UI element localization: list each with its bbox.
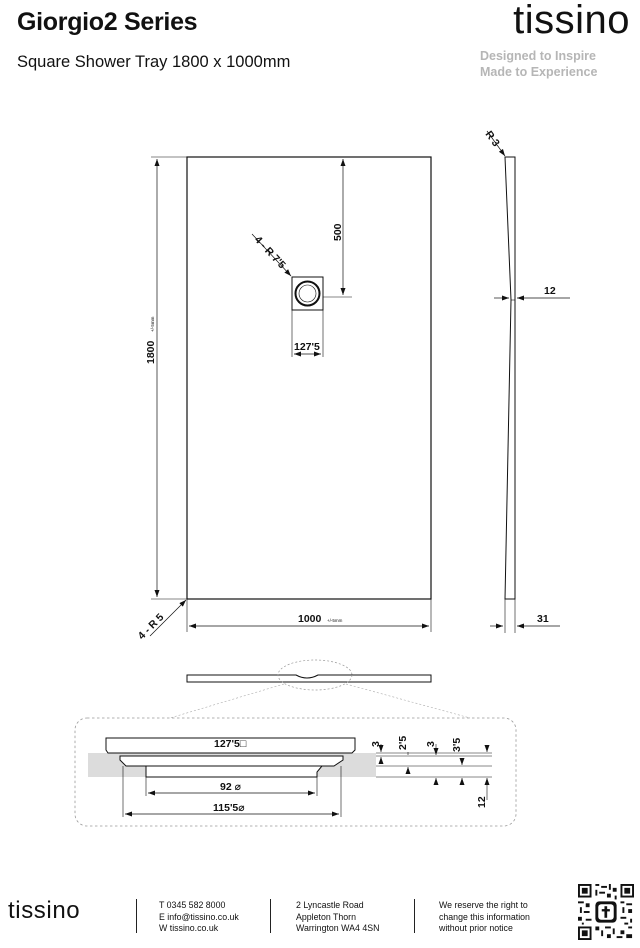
- page-subtitle: Square Shower Tray 1800 x 1000mm: [17, 53, 291, 71]
- tray-outline: [186, 156, 432, 600]
- footer-address-line: 2 Lyncastle Road: [296, 900, 364, 910]
- footer-notice-line: change this information: [439, 911, 530, 922]
- top-radius-label: R 3: [483, 129, 502, 149]
- thickness-label: 31: [537, 613, 549, 625]
- front-view: [169, 659, 471, 719]
- footer-web[interactable]: W tissino.co.uk: [159, 923, 219, 933]
- grate-label: 127'5□: [214, 738, 247, 750]
- tray-side-profile: [504, 156, 516, 600]
- plan-view: 1800 +/-5mm 1000 +/-5mm 500 127'5 4 - R …: [136, 156, 432, 642]
- waste-detail: 127'5□ 92 ⌀ 115'5⌀ 3 2'5 3 3'5: [74, 717, 517, 827]
- width-label: 1000: [298, 613, 322, 625]
- corner-radius-leader: [149, 599, 187, 637]
- waste-radius-leader: [251, 233, 292, 277]
- footer-notice: We reserve the right to change this info…: [439, 900, 530, 935]
- footer-brand-logo: tissino: [8, 897, 81, 924]
- detail-frame: [74, 717, 517, 827]
- footer-notice-line: without prior notice: [439, 923, 513, 933]
- flange-dia-label: 115'5⌀: [213, 802, 245, 814]
- side-view: R 3 12 31: [483, 129, 570, 633]
- width-tolerance: +/-5mm: [327, 618, 343, 623]
- footer-address-line: Appleton Thorn: [296, 911, 356, 922]
- footer-phone: T 0345 582 8000: [159, 900, 226, 910]
- footer-divider: [414, 899, 415, 933]
- dim-e-label: 12: [476, 796, 488, 808]
- tagline-inspire: Designed to Inspire: [480, 49, 596, 63]
- footer-address-line: Warrington WA4 4SN: [296, 923, 380, 933]
- corner-radius-label: 4 - R 5: [136, 611, 167, 642]
- footer-email[interactable]: E info@tissino.co.uk: [159, 911, 239, 922]
- dim-c-label: 3: [425, 741, 437, 747]
- tagline-experience: Made to Experience: [480, 65, 598, 79]
- waste-body-section: [145, 765, 324, 778]
- footer-divider: [270, 899, 271, 933]
- length-tolerance: +/-5mm: [150, 316, 155, 332]
- footer-contact: T 0345 582 8000 E info@tissino.co.uk W t…: [159, 900, 239, 935]
- grate-section: [105, 737, 356, 754]
- footer-address: 2 Lyncastle Road Appleton Thorn Warringt…: [296, 900, 379, 935]
- detail-callout-circle: [277, 659, 353, 691]
- brand-logo: tissino: [513, 0, 630, 42]
- length-label: 1800: [145, 340, 157, 364]
- fall-label: 12: [544, 285, 556, 297]
- tray-front-profile: [186, 674, 432, 683]
- waste-offset-label: 500: [332, 223, 344, 241]
- dim-d-label: 3'5: [451, 738, 463, 752]
- qr-code-icon[interactable]: [578, 884, 634, 940]
- top-radius-leader: [486, 130, 506, 157]
- page-title: Giorgio2 Series: [17, 8, 198, 36]
- dim-b-label: 2'5: [397, 736, 409, 750]
- dim-a-label: 3: [370, 741, 382, 747]
- body-dia-label: 92 ⌀: [220, 781, 241, 793]
- footer-notice-line: We reserve the right to: [439, 900, 528, 910]
- footer-divider: [136, 899, 137, 933]
- flange-section: [119, 755, 344, 767]
- waste-size-label: 127'5: [294, 341, 320, 353]
